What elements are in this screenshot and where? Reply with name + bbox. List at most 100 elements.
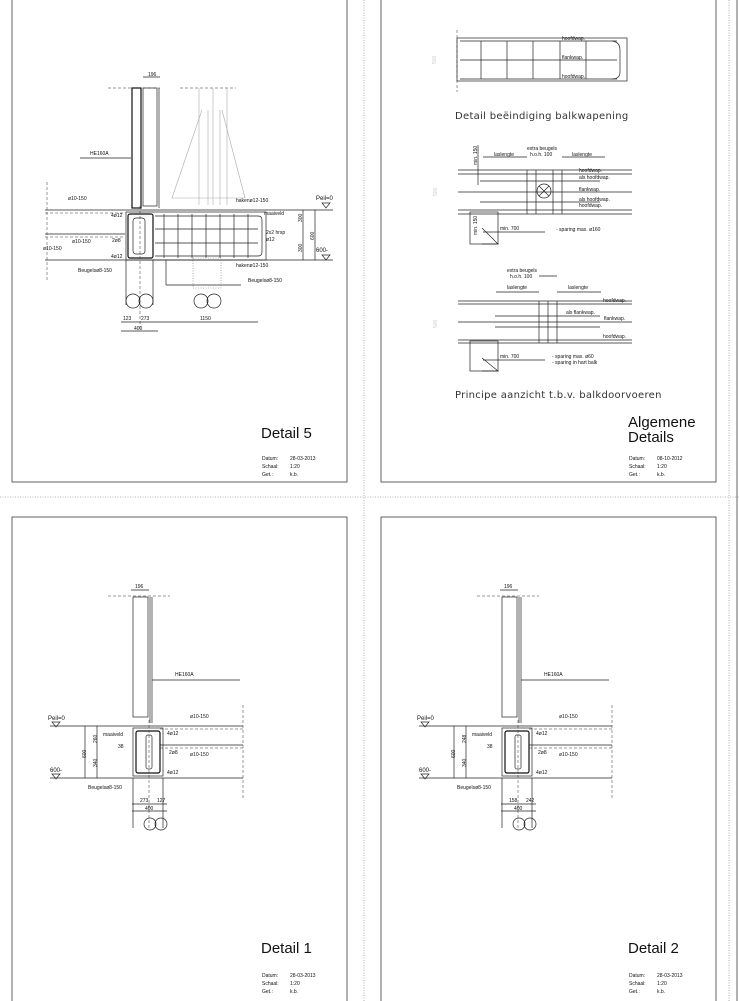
- detail2-drawing: 196 HE160A Peil=0 600- 600 248 340 maaiv…: [417, 584, 613, 831]
- label-4-12-top: 4ø12: [536, 731, 548, 737]
- detail5-drawing: 196 HE160A: [43, 72, 334, 332]
- caption-principle: Principe aanzicht t.b.v. balkdoorvoeren: [455, 390, 662, 401]
- label-als-flankwap: als flankwap.: [566, 310, 595, 316]
- get-value: k.b.: [657, 472, 665, 478]
- label-beugels: Beugelsø8-150: [88, 785, 122, 791]
- label-laslengte: laslengte: [572, 152, 592, 158]
- label-4-12-bot: 4ø12: [111, 254, 123, 260]
- sheet-frame-algemene: [380, 0, 717, 483]
- dim-400: 400: [134, 326, 143, 332]
- title-block-detail2: Detail 2 Datum: 28-03-2013 Schaal: 1:20 …: [628, 940, 683, 995]
- level-marker-icon: [51, 721, 61, 728]
- label-hrsp: 2x2 hrsp: [266, 230, 285, 236]
- label-hrsp-bar: ø12: [266, 237, 275, 243]
- sheet-frame-detail2: [380, 516, 717, 1001]
- dim-300b: 300: [298, 243, 304, 252]
- level-marker-icon: [321, 202, 331, 209]
- dim-a: 273: [140, 798, 149, 804]
- label-flankwap: flankwap.: [562, 55, 583, 61]
- schaal-label: Schaal:: [262, 464, 279, 470]
- level-marker-icon: [420, 721, 430, 728]
- get-value: k.b.: [657, 989, 665, 995]
- datum-label: Datum:: [629, 973, 645, 979]
- dim-38: 38: [487, 744, 493, 750]
- dim-upper: 260: [93, 734, 99, 743]
- dim-196: 196: [504, 584, 513, 590]
- schaal-value: 1:20: [290, 981, 300, 987]
- level-marker-icon: [420, 773, 430, 780]
- label-bar-mid: ø10-150: [559, 752, 578, 758]
- label-bar-mid: ø10-150: [72, 239, 91, 245]
- label-extra-beugels: extra beugels: [507, 268, 538, 274]
- label-maaiveld: maaiveld: [472, 732, 492, 738]
- label-beugels: Beugelsø8-150: [457, 785, 491, 791]
- label-flankwap: flankwap.: [579, 187, 600, 193]
- level-peil: Peil=0: [417, 716, 435, 722]
- dim-123: 123: [123, 316, 132, 322]
- label-4-12-top: 4ø12: [111, 213, 123, 219]
- label-4-12-bot: 4ø12: [167, 770, 179, 776]
- dim-b: 242: [526, 798, 535, 804]
- algemene-drawing: 500 hoofdwap. flankwap. hoofdwap. Detail…: [432, 30, 662, 401]
- label-sparing: - sparing in hart balk: [552, 360, 598, 366]
- dim-a: 158: [509, 798, 518, 804]
- datum-value: 28-03-2013: [290, 456, 316, 462]
- caption-beam-end: Detail beëindiging balkwapening: [455, 111, 628, 122]
- label-als-hoofdwap: als hoofdwap.: [579, 175, 610, 181]
- sheet-title-line1: Algemene: [628, 414, 696, 431]
- dim-1150: 1150: [200, 316, 211, 322]
- label-hoh: h.o.h. 100: [510, 274, 532, 280]
- label-4-12-bot: 4ø12: [536, 770, 548, 776]
- level-peil: Peil=0: [48, 716, 66, 722]
- label-maaiveld: maaiveld: [264, 211, 284, 217]
- dim-min150: min. 150: [473, 146, 479, 165]
- label-haken-bot: hakenø12-150: [236, 263, 268, 269]
- title-block-detail1: Detail 1 Datum: 28-03-2013 Schaal: 1:20 …: [261, 940, 316, 995]
- label-hoofdwap: hoofdwap.: [603, 334, 626, 340]
- title-block-algemene: Algemene Details Datum: 08-10-2012 Schaa…: [628, 414, 696, 478]
- dim-400: 400: [145, 806, 154, 812]
- get-value: k.b.: [290, 989, 298, 995]
- get-label: Get.:: [629, 472, 640, 478]
- level-marker-icon: [321, 254, 331, 261]
- dim-500: 500: [433, 319, 439, 328]
- dim-600: 600: [82, 749, 88, 758]
- sheet-title: Detail 2: [628, 940, 679, 957]
- label-extra-beugels: extra beugels: [527, 146, 558, 152]
- dim-600: 600: [451, 749, 457, 758]
- dim-273: 273: [141, 316, 150, 322]
- label-maaiveld: maaiveld: [103, 732, 123, 738]
- label-he160a: HE160A: [544, 672, 563, 678]
- label-laslengte: laslengte: [568, 285, 588, 291]
- label-bar-top: ø10-150: [68, 196, 87, 202]
- dim-upper: 248: [462, 734, 468, 743]
- label-bar-left: ø10-150: [43, 246, 62, 252]
- label-hoofdwap: hoofdwap.: [562, 74, 585, 80]
- dim-340: 340: [93, 758, 99, 767]
- dim-min700: min. 700: [500, 354, 519, 360]
- datum-label: Datum:: [262, 973, 278, 979]
- label-he160a: HE160A: [175, 672, 194, 678]
- sheet-title: Detail 1: [261, 940, 312, 957]
- label-laslengte: laslengte: [494, 152, 514, 158]
- datum-value: 08-10-2012: [657, 456, 683, 462]
- datum-label: Datum:: [629, 456, 645, 462]
- dim-196: 196: [135, 584, 144, 590]
- label-4-12-top: 4ø12: [167, 731, 179, 737]
- label-hoh: h.o.h. 100: [530, 152, 552, 158]
- dim-500: 500: [432, 55, 438, 64]
- label-beugels-right: Beugelsø8-150: [248, 278, 282, 284]
- dim-38: 38: [118, 744, 124, 750]
- get-label: Get.:: [262, 989, 273, 995]
- dim-400: 400: [514, 806, 523, 812]
- schaal-label: Schaal:: [629, 464, 646, 470]
- label-sparing: - sparing max. ø60: [552, 354, 594, 360]
- label-laslengte: laslengte: [507, 285, 527, 291]
- label-haken-top: hakenø12-150: [236, 198, 268, 204]
- sheet-frame-detail5: [11, 0, 348, 483]
- dim-500: 500: [433, 187, 439, 196]
- dim-b: 127: [157, 798, 166, 804]
- label-hoofdwap: hoofdwap.: [603, 298, 626, 304]
- label-bar-mid: ø10-150: [190, 752, 209, 758]
- schaal-label: Schaal:: [262, 981, 279, 987]
